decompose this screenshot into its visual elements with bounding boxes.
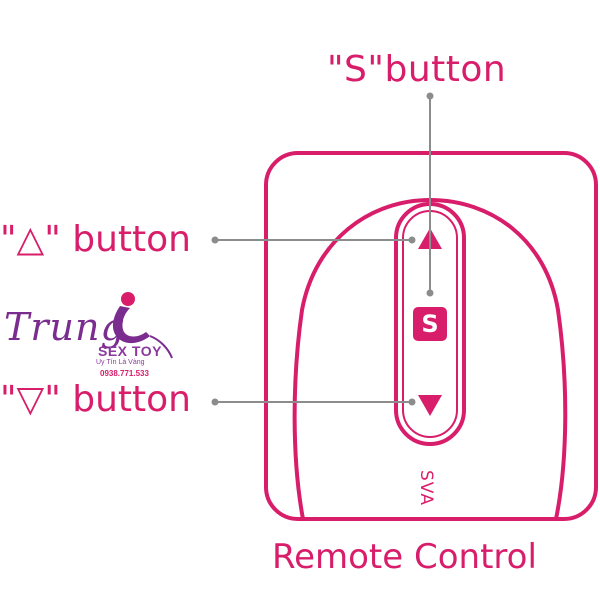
down-button-leader-dot-right: [408, 398, 416, 406]
s-button-label: "S"button: [327, 49, 507, 90]
down-arrow-button-icon[interactable]: [418, 395, 442, 416]
up-button-leader-dot-right: [408, 236, 416, 244]
s-button-glyph: S: [421, 310, 438, 338]
s-button-leader-dot-top: [426, 92, 434, 100]
model-label: SVA: [416, 470, 436, 506]
watermark-phone: 0938.771.533: [100, 369, 149, 378]
device-title: Remote Control: [272, 537, 537, 577]
watermark-brand: SEX TOY: [98, 343, 162, 359]
s-button-leader-dot-bottom: [426, 289, 434, 297]
up-button-label: "△" button: [0, 219, 191, 260]
up-button-leader-dot-left: [211, 236, 219, 244]
down-button-label: "▽" button: [0, 379, 191, 420]
down-button-leader-dot-left: [211, 398, 219, 406]
watermark-tagline: Uy Tín Là Vàng: [96, 359, 145, 366]
watermark-logo: Trung SEX TOY Uy Tín Là Vàng 0938.771.53…: [0, 285, 175, 385]
watermark-figure-icon: [112, 292, 173, 359]
s-button-icon[interactable]: [413, 307, 447, 341]
watermark-script: Trung: [4, 305, 126, 349]
